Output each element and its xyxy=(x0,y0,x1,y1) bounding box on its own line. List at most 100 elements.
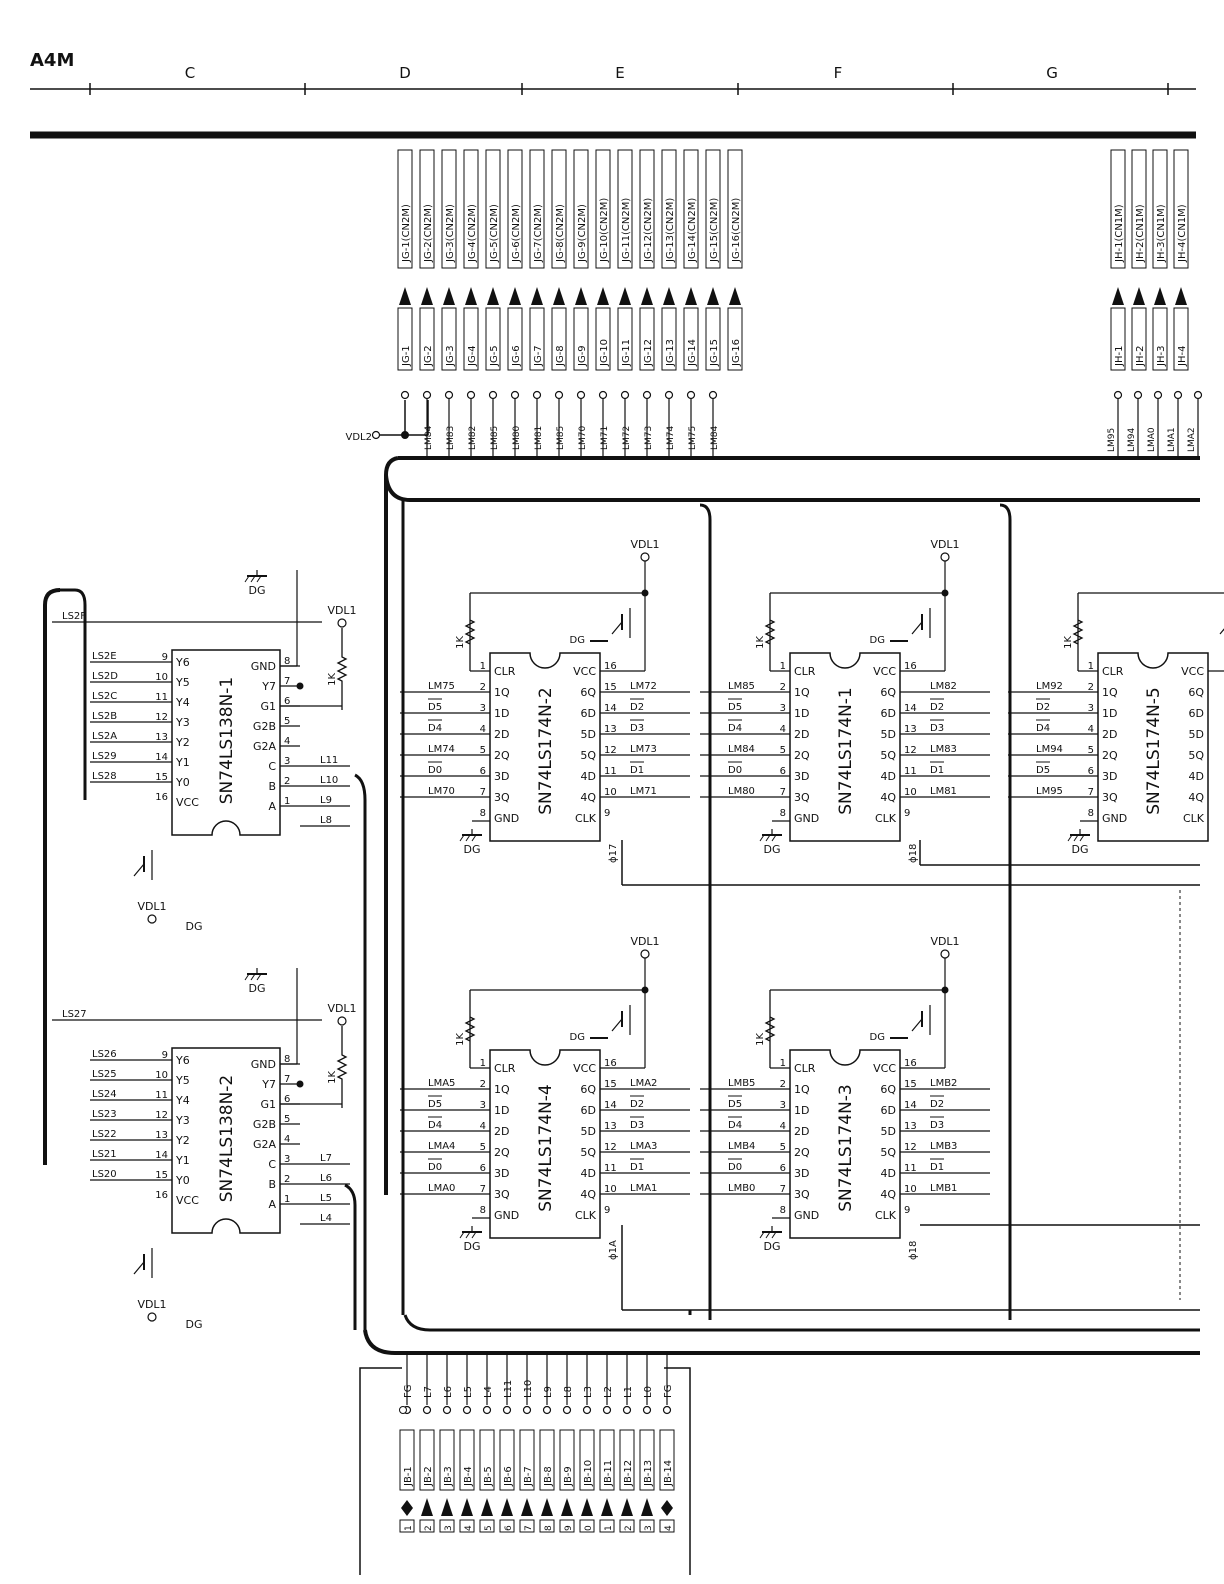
connector_top_left-pin-lower-label: JG-3 xyxy=(445,345,456,367)
jh-pin-box xyxy=(1173,149,1189,269)
decoder-body xyxy=(171,1047,281,1234)
register-input-label: D5 xyxy=(728,702,742,713)
connector-top-left-signal-label: LM84 xyxy=(710,425,720,450)
jb-arrow-marker xyxy=(561,1498,573,1516)
jb-pin-tail-box xyxy=(479,1519,495,1533)
jb-terminal xyxy=(442,1405,452,1415)
jb-pin-tail-box xyxy=(639,1519,655,1533)
register-output-label: D1 xyxy=(930,1162,944,1173)
connector_top_left-pin-lower-label: JG-8 xyxy=(555,345,566,367)
decoder-pin-number: 16 xyxy=(155,792,168,803)
register-ground-hatch xyxy=(471,834,477,842)
register-pin-name: 4Q xyxy=(1188,791,1204,804)
register-pin-name: 3D xyxy=(1102,770,1117,783)
connector-top-left-signal-label: LM74 xyxy=(666,425,676,450)
register-pin-name: 2D xyxy=(494,728,509,741)
decoder-pin-name: G2A xyxy=(253,740,277,753)
register-pin-name: 3D xyxy=(494,1167,509,1180)
connector_top_left-arrow-marker xyxy=(729,287,741,305)
jb-pin-tail-box xyxy=(459,1519,475,1533)
register-vdl1-label: VDL1 xyxy=(930,538,959,551)
register-pin-number: 13 xyxy=(604,1121,617,1132)
jb-terminal xyxy=(462,1405,472,1415)
connector_top_left-pin-lower-box xyxy=(617,307,633,371)
jb-pin-box xyxy=(559,1429,575,1491)
decoder-pin-number: 2 xyxy=(284,1174,290,1185)
register-pin-name: CLK xyxy=(575,1209,597,1222)
register-pin-number: 4 xyxy=(780,1121,786,1132)
connector_top_left-pin-lower-label: JG-13 xyxy=(665,339,676,367)
register-pin-name: 1Q xyxy=(794,686,810,699)
jb-arrow-marker xyxy=(621,1498,633,1516)
connector_top_left-pin-label: JG-5(CN2M) xyxy=(489,204,500,263)
register-pin-number: 11 xyxy=(604,766,617,777)
decoder-pin-name: C xyxy=(268,1158,276,1171)
connector_top_left-pin-label: JG-14(CN2M) xyxy=(687,198,698,263)
connector_top_left-pin-lower-label: JG-12 xyxy=(643,339,654,367)
register-input-label: D0 xyxy=(728,765,742,776)
register-cap-lead xyxy=(911,621,923,635)
register-ground-hatch xyxy=(759,1231,765,1239)
connector_top_left-pin-box xyxy=(639,149,655,269)
jh-pin-label: JH-1(CN1M) xyxy=(1114,204,1125,263)
register-pin-name: 5D xyxy=(881,1125,896,1138)
connector-top-left-terminal xyxy=(532,390,542,400)
connector_top_left-pin-box xyxy=(441,149,457,269)
register-pin-number: 7 xyxy=(780,1184,786,1195)
register-pin-number: 8 xyxy=(780,808,786,819)
register-pin-number: 2 xyxy=(480,1079,486,1090)
jh-pin-label: JH-4(CN1M) xyxy=(1177,204,1188,263)
connector-top-left-signal-label: LM81 xyxy=(534,426,544,450)
jb-arrow-marker xyxy=(421,1498,433,1516)
register-pin-name: 6Q xyxy=(580,1083,596,1096)
register-pin-name: 4D xyxy=(881,1167,896,1180)
register-vdl1-label: VDL1 xyxy=(630,935,659,948)
decoder-pin-number: 15 xyxy=(155,772,168,783)
jh-signal-label: LMA2 xyxy=(1187,427,1197,452)
decoder-bottom-vdl1-label: VDL1 xyxy=(137,900,166,913)
jb-pin-tail-box xyxy=(659,1519,675,1533)
decoder-pin-name: Y4 xyxy=(175,1094,190,1107)
register-resistor-1k xyxy=(764,593,776,671)
decoder-pin-number: 3 xyxy=(284,756,290,767)
register-pin-name: GND xyxy=(794,1209,819,1222)
decoder-output-label: L7 xyxy=(320,1153,332,1164)
register-dg-label: DG xyxy=(764,843,781,856)
zone-label-d: D xyxy=(399,64,411,82)
register-chip: SN74LS174N-2CLR11Q2LM751D3D52D4D42Q5LM74… xyxy=(428,652,657,863)
register-pin-name: 3D xyxy=(794,770,809,783)
jh-pin-box xyxy=(1131,149,1147,269)
register-resistor-1k xyxy=(1072,593,1084,671)
decoder-pin-number: 2 xyxy=(284,776,290,787)
decoder-pin-number: 12 xyxy=(155,1110,168,1121)
register-ground-hatch xyxy=(1073,834,1079,842)
register-input-label: LM94 xyxy=(1036,744,1063,755)
register-output-label: LM82 xyxy=(930,681,957,692)
connector_top_left-pin-lower-box xyxy=(507,307,523,371)
register-input-label: LM80 xyxy=(728,786,755,797)
decoder-input-label: LS2E xyxy=(92,651,117,662)
decoder-input-label: LS27 xyxy=(62,1009,87,1020)
register-ground-hatch xyxy=(459,1231,465,1239)
register-output-label: LM71 xyxy=(630,786,657,797)
connector-top-left-signal-label: LM75 xyxy=(688,426,698,450)
register-part-number: SN74LS174N-3 xyxy=(836,1084,856,1212)
register-pin-name: 5Q xyxy=(580,749,596,762)
connector_top_left-arrow-marker xyxy=(619,287,631,305)
register-pin-name: 3D xyxy=(494,770,509,783)
vdl2-terminal xyxy=(371,430,381,440)
register-pin-number: 12 xyxy=(904,745,917,756)
register-resistor-1k xyxy=(464,990,476,1068)
jb-signal-label: L5 xyxy=(463,1386,474,1398)
connector_top_left-pin-lower-box xyxy=(463,307,479,371)
decoder-pin-name: G1 xyxy=(260,1098,276,1111)
connector_top_left-pin-label: JG-10(CN2M) xyxy=(599,198,610,263)
connector_top_left-pin-box xyxy=(705,149,721,269)
register-pin-name: 3Q xyxy=(794,1188,810,1201)
register-ground-hatch xyxy=(465,834,471,842)
jh-terminal xyxy=(1133,390,1143,400)
decoder-pin-name: VCC xyxy=(176,796,199,809)
jb-pin-box xyxy=(479,1429,495,1491)
register-pin-name: VCC xyxy=(573,1062,596,1075)
